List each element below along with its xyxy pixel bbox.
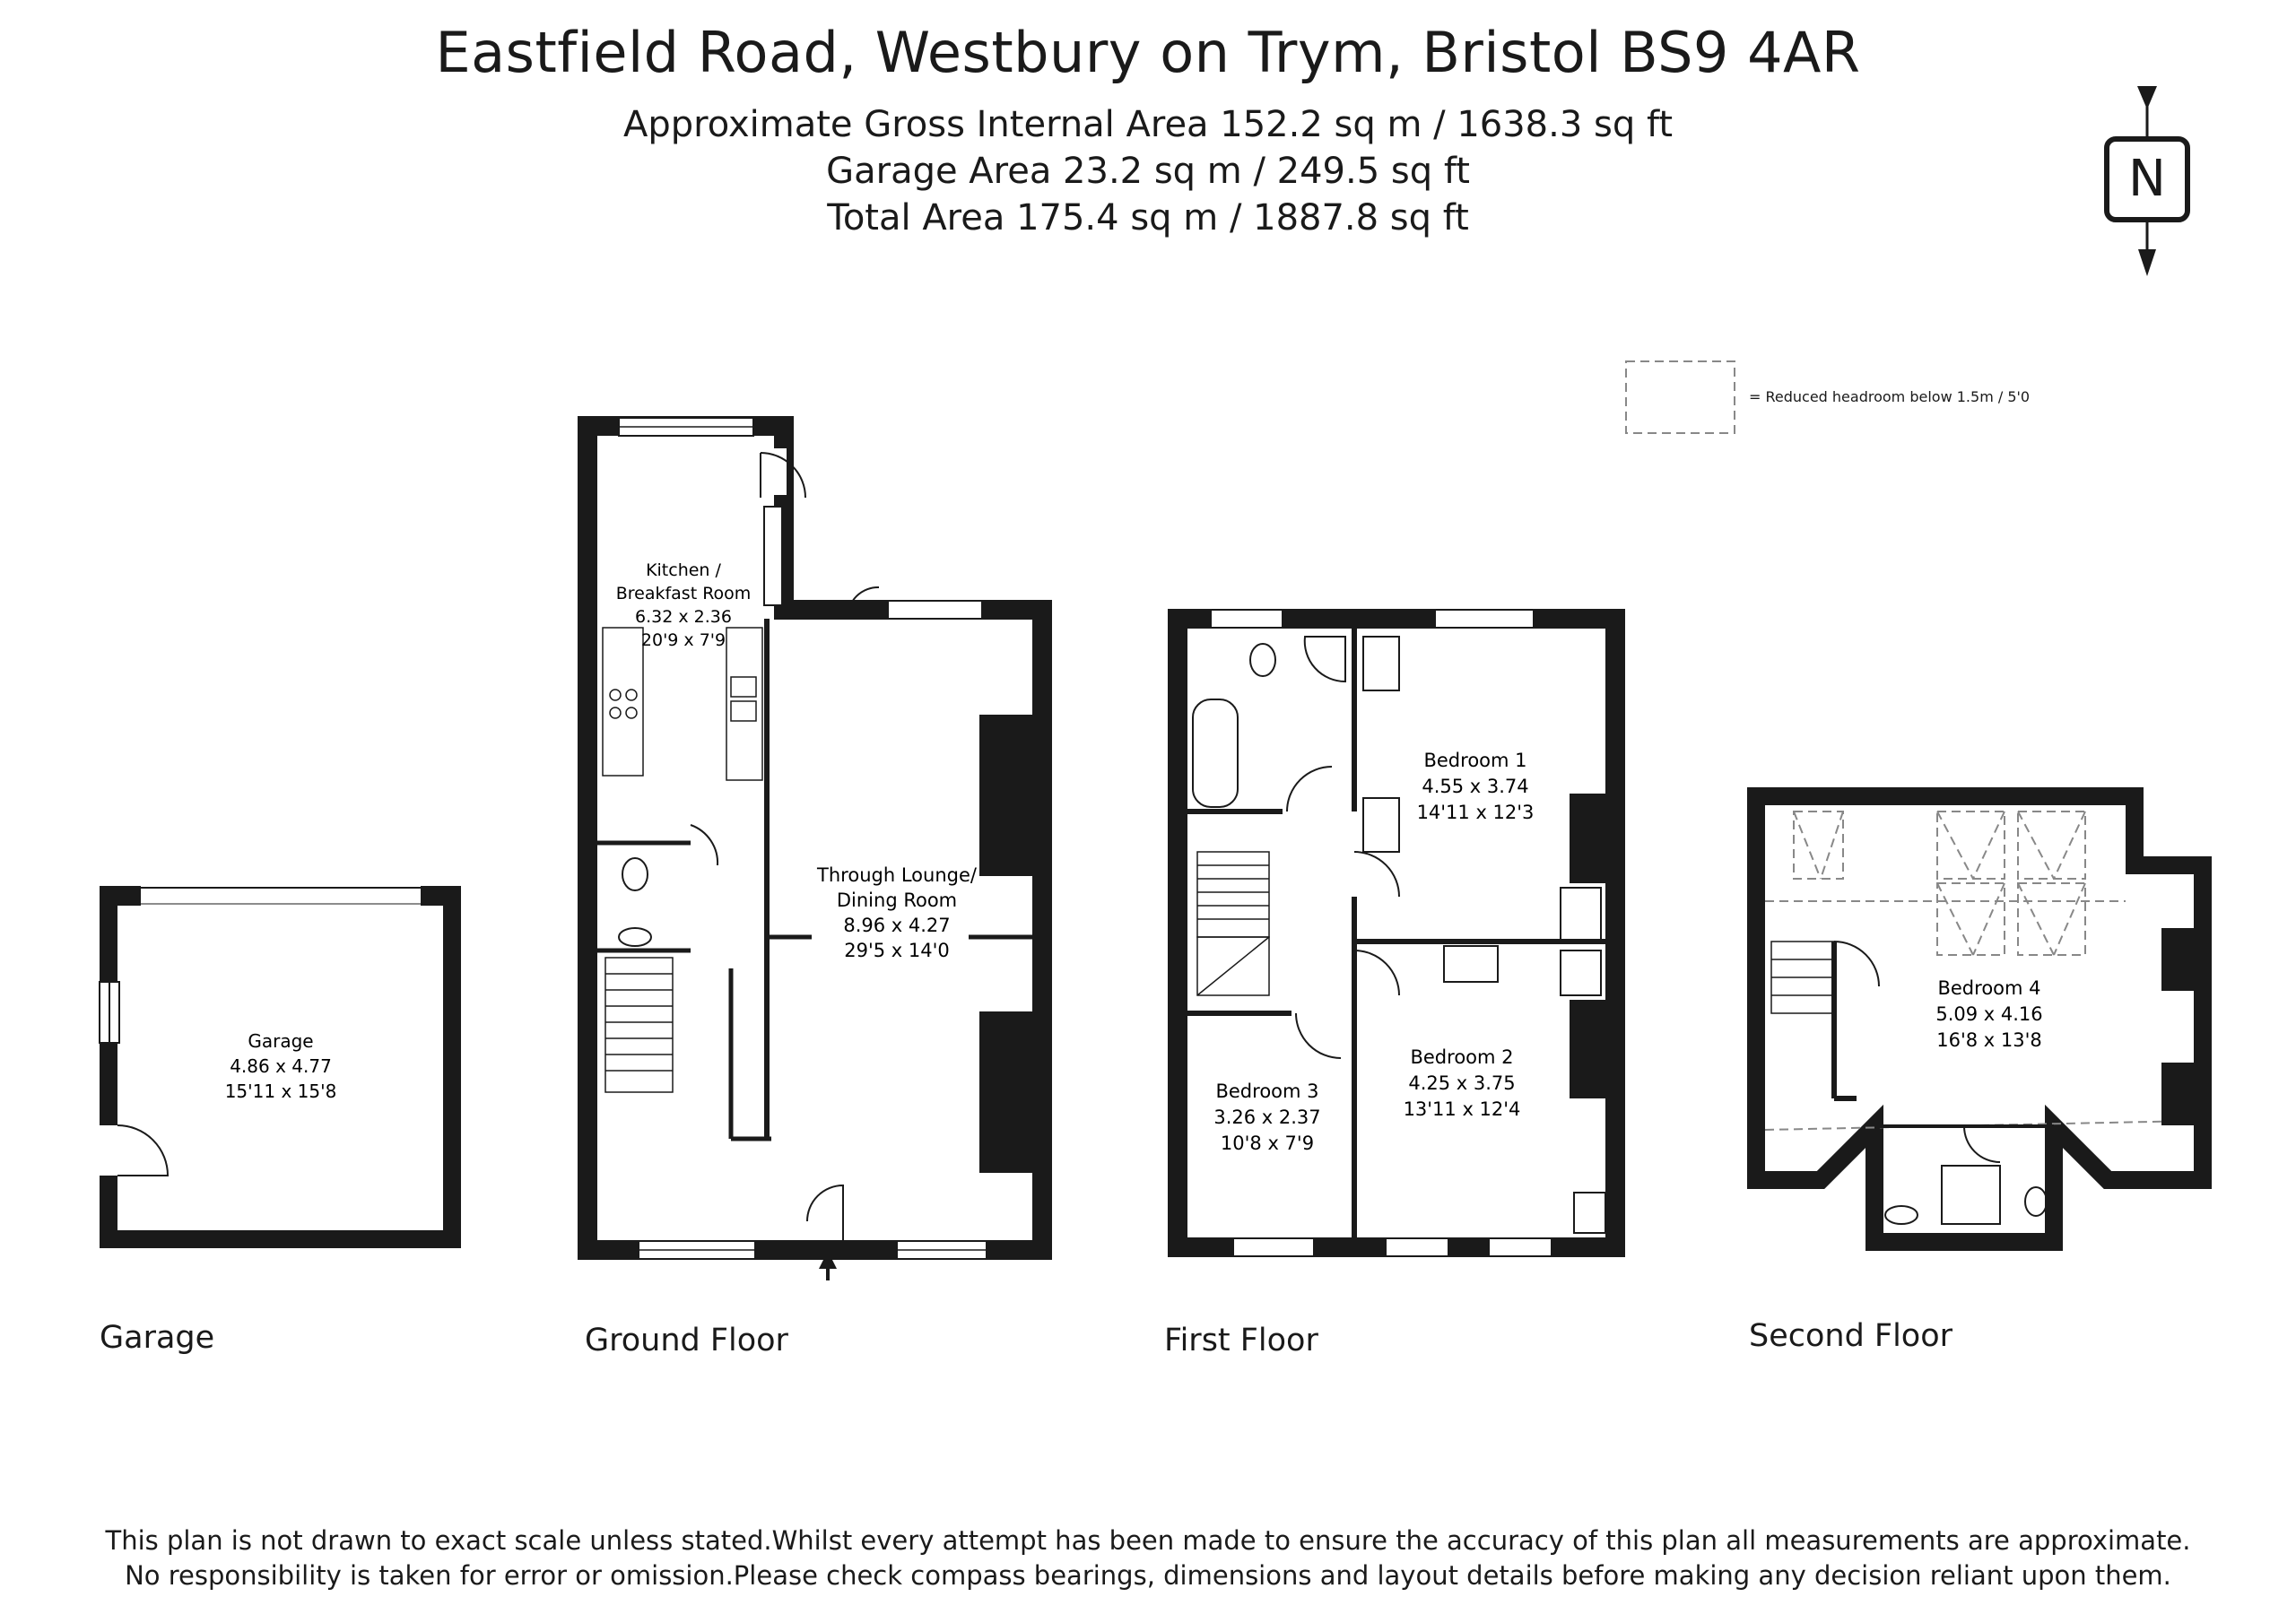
room-metric: 4.25 x 3.75	[1408, 1072, 1515, 1094]
floor-label-garage: Garage	[100, 1320, 215, 1356]
room-name: Bedroom 4	[1937, 977, 2040, 999]
first-floor-plan: Bedroom 1 4.55 x 3.74 14'11 x 12'3 Bedro…	[1168, 609, 1625, 1257]
room-name: Bedroom 1	[1423, 750, 1526, 771]
second-floor-plan: Bedroom 4 5.09 x 4.16 16'8 x 13'8	[1747, 787, 2212, 1251]
room-bedroom-4: Bedroom 4 5.09 x 4.16 16'8 x 13'8	[1935, 977, 2042, 1051]
floor-label-second: Second Floor	[1749, 1318, 1953, 1354]
room-name-line2: Dining Room	[837, 890, 957, 911]
legend: = Reduced headroom below 1.5m / 5'0	[1625, 360, 2030, 434]
room-name: Bedroom 2	[1410, 1046, 1513, 1068]
gross-internal-area: Approximate Gross Internal Area 152.2 sq…	[622, 104, 1674, 145]
reduced-headroom-swatch	[1625, 360, 1735, 434]
room-name: Garage	[248, 1030, 313, 1052]
room-imperial: 13'11 x 12'4	[1404, 1098, 1521, 1120]
room-imperial: 20'9 x 7'9	[641, 630, 726, 650]
room-kitchen: Kitchen / Breakfast Room 6.32 x 2.36 20'…	[616, 560, 752, 650]
room-bedroom-1: Bedroom 1 4.55 x 3.74 14'11 x 12'3	[1417, 750, 1535, 823]
compass-letter: N	[2128, 150, 2166, 208]
room-name-line1: Kitchen /	[646, 560, 721, 580]
room-metric: 3.26 x 2.37	[1213, 1107, 1320, 1128]
room-imperial: 10'8 x 7'9	[1221, 1133, 1314, 1154]
room-metric: 4.86 x 4.77	[230, 1055, 332, 1077]
room-metric: 5.09 x 4.16	[1935, 1003, 2042, 1025]
room-metric: 8.96 x 4.27	[843, 915, 950, 936]
disclaimer-line-1: This plan is not drawn to exact scale un…	[105, 1525, 2191, 1556]
legend-text: = Reduced headroom below 1.5m / 5'0	[1749, 388, 2030, 405]
reduced-headroom-area	[1764, 811, 2195, 1131]
room-imperial: 29'5 x 14'0	[844, 940, 950, 961]
ground-floor-plan: Kitchen / Breakfast Room 6.32 x 2.36 20'…	[578, 416, 1052, 1280]
property-address-title: Eastfield Road, Westbury on Trym, Bristo…	[435, 20, 1861, 85]
disclaimer-line-2: No responsibility is taken for error or …	[125, 1560, 2171, 1591]
garage-plan: Garage 4.86 x 4.77 15'11 x 15'8	[99, 886, 461, 1248]
room-metric: 6.32 x 2.36	[635, 607, 732, 627]
floor-label-first: First Floor	[1164, 1323, 1318, 1358]
room-imperial: 14'11 x 12'3	[1417, 802, 1535, 823]
room-imperial: 16'8 x 13'8	[1936, 1029, 2042, 1051]
room-metric: 4.55 x 3.74	[1422, 776, 1528, 797]
floor-label-ground: Ground Floor	[585, 1323, 788, 1358]
compass-icon: N	[2104, 86, 2190, 276]
room-name-line1: Through Lounge/	[816, 864, 978, 886]
room-imperial: 15'11 x 15'8	[225, 1081, 337, 1102]
room-through-lounge: Through Lounge/ Dining Room 8.96 x 4.27 …	[816, 864, 978, 961]
total-area: Total Area 175.4 sq m / 1887.8 sq ft	[827, 197, 1469, 239]
garage-area: Garage Area 23.2 sq m / 249.5 sq ft	[826, 151, 1470, 192]
room-bedroom-2: Bedroom 2 4.25 x 3.75 13'11 x 12'4	[1404, 1046, 1521, 1120]
room-name-line2: Breakfast Room	[616, 584, 752, 603]
room-name: Bedroom 3	[1215, 1081, 1318, 1102]
room-garage: Garage 4.86 x 4.77 15'11 x 15'8	[225, 1030, 337, 1102]
room-bedroom-3: Bedroom 3 3.26 x 2.37 10'8 x 7'9	[1213, 1081, 1320, 1154]
